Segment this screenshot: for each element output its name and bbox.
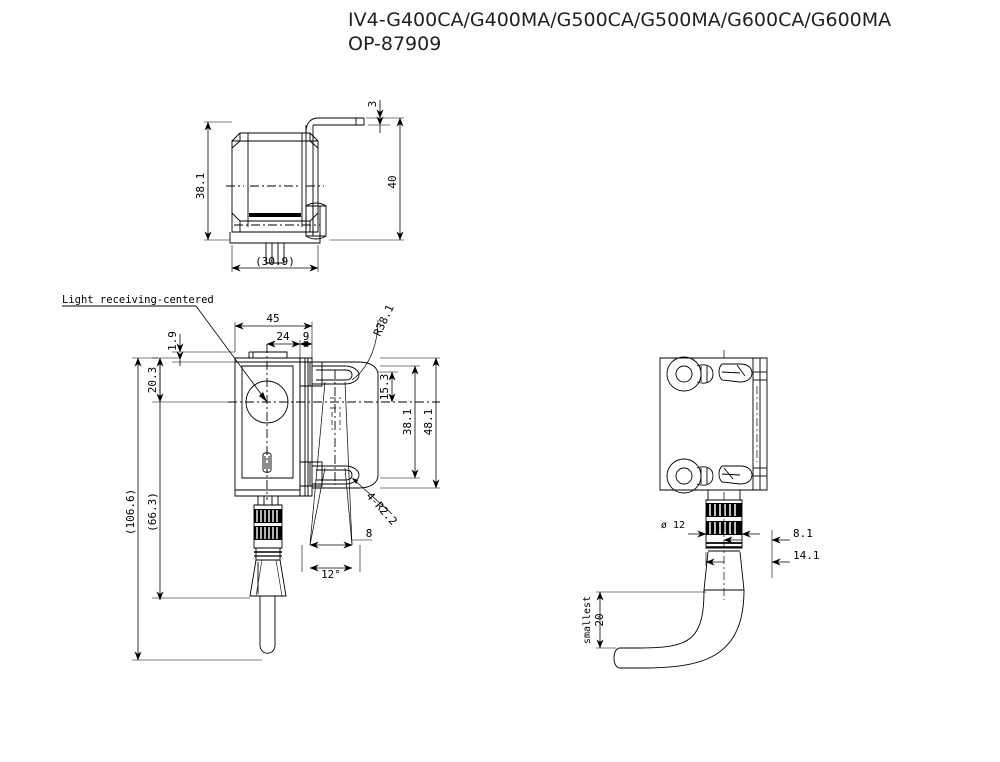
front-dim-45: 45 — [266, 312, 279, 325]
front-dim-106-6: (106.6) — [124, 489, 137, 535]
side-dim-14-1: 14.1 — [793, 549, 820, 562]
front-dim-48-1: 48.1 — [422, 409, 435, 436]
front-dim-8: 8 — [366, 527, 373, 540]
front-dim-20-3: 20.3 — [146, 367, 159, 394]
light-receiving-leader — [62, 305, 268, 403]
top-dim-30-9: (30.9) — [255, 255, 295, 268]
side-dim-8-1: 8.1 — [793, 527, 813, 540]
top-dim-3: 3 — [366, 101, 379, 108]
side-dim-bend-label: smallest — [582, 596, 593, 644]
front-dim-66-3: (66.3) — [146, 492, 159, 532]
side-dim-bend-value: 20 — [593, 613, 606, 626]
light-receiving-note: Light receiving-centered — [62, 294, 214, 306]
part-number-line: OP-87909 — [348, 33, 442, 55]
side-view-dimensions — [596, 530, 790, 649]
top-dim-38-1: 38.1 — [194, 173, 207, 200]
side-dim-dia-12: ø 12 — [661, 520, 685, 531]
front-view-dimensions — [132, 319, 440, 661]
front-dim-4r2-2: 4-R2.2 — [363, 490, 399, 528]
side-view-geometry — [613, 350, 768, 669]
front-dim-38-1: 38.1 — [401, 409, 414, 436]
front-dim-15-3: 15.3 — [378, 374, 391, 401]
top-view-dimensions — [204, 100, 404, 272]
front-dim-r38-1: R38.1 — [371, 303, 397, 339]
front-dim-9: 9 — [303, 330, 310, 343]
front-dim-1-9: 1.9 — [166, 331, 179, 351]
front-dim-12deg: 12° — [321, 568, 341, 581]
title-block: IV4-G400CA/G400MA/G500CA/G500MA/G600CA/G… — [348, 8, 891, 56]
top-dim-40: 40 — [386, 175, 399, 188]
model-numbers-line: IV4-G400CA/G400MA/G500CA/G500MA/G600CA/G… — [348, 9, 892, 31]
top-view-geometry — [226, 117, 365, 264]
front-dim-24: 24 — [276, 330, 290, 343]
front-view-geometry — [228, 344, 440, 654]
